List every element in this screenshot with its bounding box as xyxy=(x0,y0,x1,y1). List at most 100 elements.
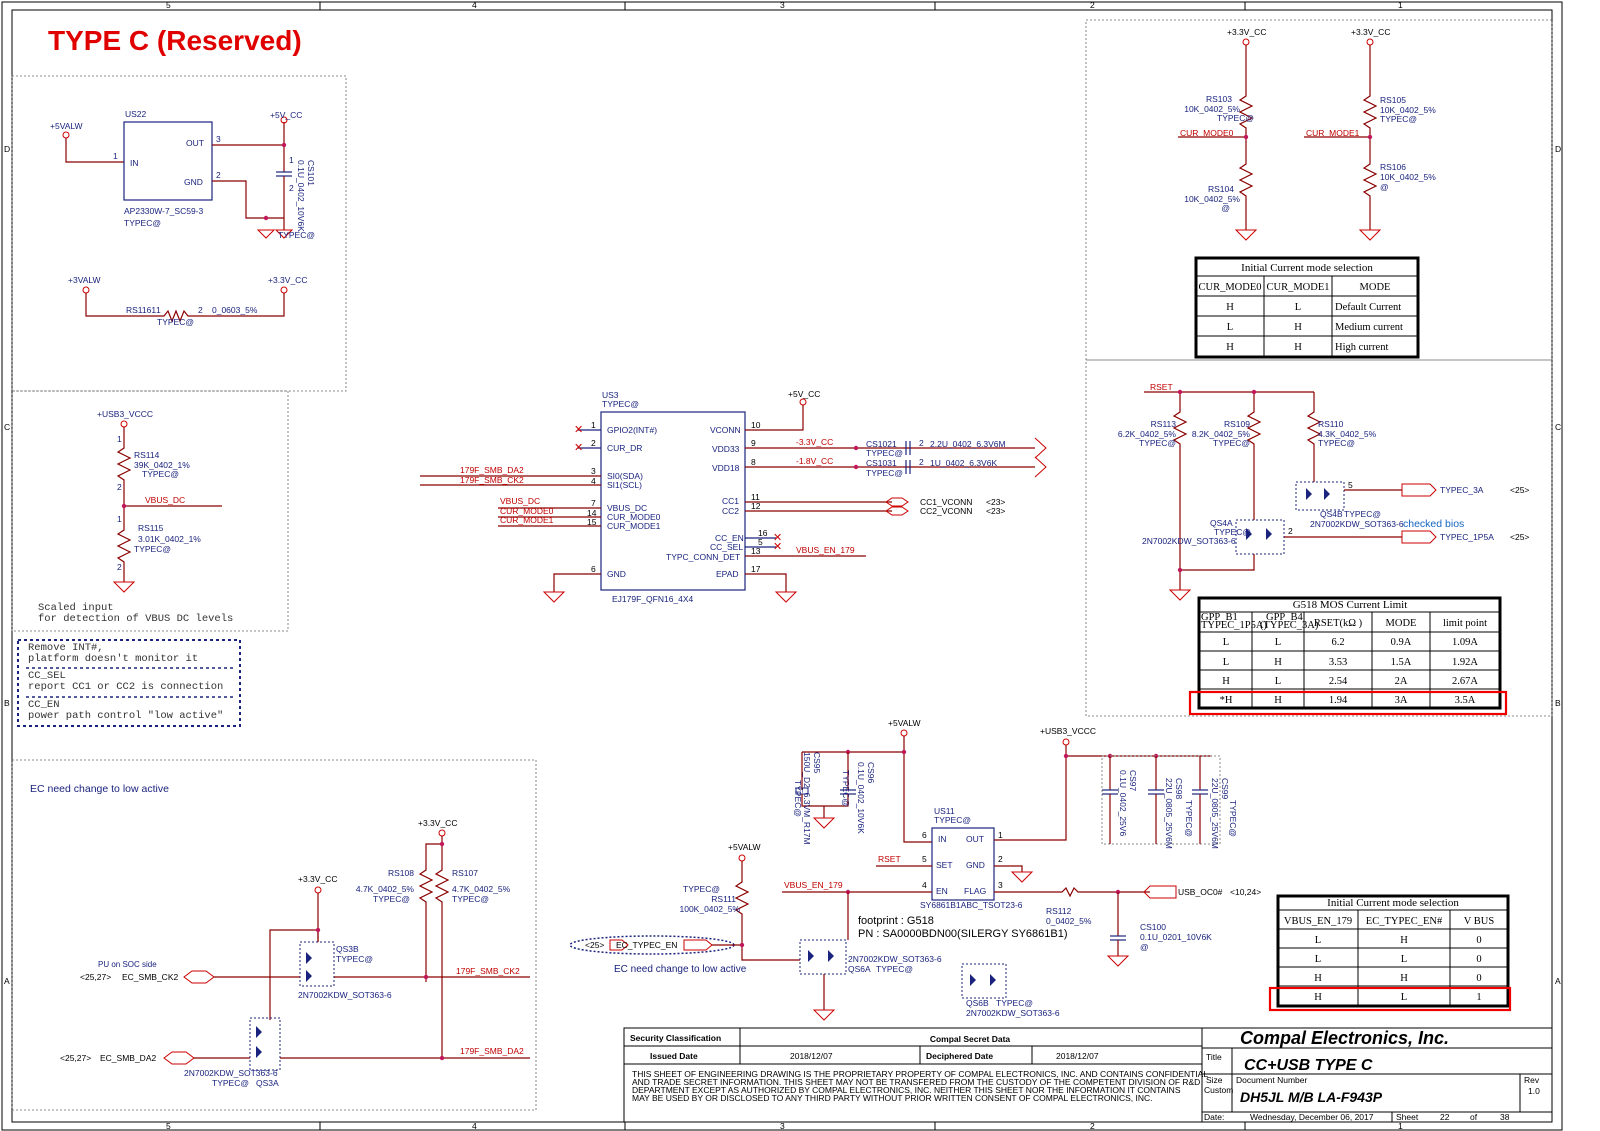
variant: TYPEC@ xyxy=(866,448,903,458)
variant: @ xyxy=(1221,203,1230,213)
sheet-ref: <25,27> xyxy=(80,972,111,982)
rev-value: 1.0 xyxy=(1528,1086,1540,1096)
table-header: limit point xyxy=(1443,618,1487,629)
notice-line: MAY BE USED BY OR DISCLOSED TO ANY THIRD… xyxy=(632,1093,1152,1103)
pin-number: 2 xyxy=(198,305,203,315)
variant: TYPEC@ xyxy=(841,770,851,807)
notes-box: Remove INT#, platform doesn't monitor it… xyxy=(17,639,241,727)
rset-selector: RSET RS113 6.2K_0402_5% TYPEC@ RS109 8.2… xyxy=(1118,382,1529,601)
col-label: 5 xyxy=(166,1121,171,1131)
us11-power-switch: +5VALW CS95 150U_D2_6.3VM_R17M TYPEC@ CS… xyxy=(782,718,1261,967)
variant: TYPEC@ xyxy=(452,894,489,904)
note: for detection of VBUS DC levels xyxy=(38,613,233,625)
note: EC need change to low active xyxy=(30,783,169,795)
pin-number: 9 xyxy=(751,438,756,448)
table-cell: H xyxy=(1294,342,1302,353)
net-label: 179F_SMB_DA2 xyxy=(460,1046,524,1056)
us22-ldo: +5VALW 1 US22 IN OUT GND AP2330W-7_SC59-… xyxy=(50,109,316,240)
us22-body xyxy=(123,121,213,201)
outer-border xyxy=(1,1,1563,1131)
ref-designator: CS98 xyxy=(1174,778,1184,800)
net-label: TYPEC_3A xyxy=(1440,485,1484,495)
sheet-ref: <23> xyxy=(986,506,1005,516)
table-header: EC_TYPEC_EN# xyxy=(1366,916,1443,927)
us3-body xyxy=(600,411,746,591)
pin-number: 2 xyxy=(289,183,294,193)
value: 10K_0402_5% xyxy=(1184,104,1240,114)
net-label: 179F_SMB_CK2 xyxy=(456,966,520,976)
note-line: CC_SEL xyxy=(28,670,66,682)
value: 3.01K_0402_1% xyxy=(138,534,201,544)
cap-value: 0.1U_0201_10V6K xyxy=(1140,932,1212,942)
g518-current-limit-table: G518 MOS Current Limit GPP_B1 TYPEC_1P5A… xyxy=(1188,596,1508,716)
cap-value: 150U_D2_6.3VM_R17M xyxy=(802,752,812,845)
value: 4.7K_0402_5% xyxy=(452,884,511,894)
ref-designator: RS115 xyxy=(138,523,164,533)
table-header: CUR_MODE1 xyxy=(1266,282,1329,293)
table-cell: 1.5A xyxy=(1391,657,1412,668)
pin-number: 2 xyxy=(998,854,1003,864)
table-cell: H xyxy=(1226,342,1234,353)
note-line: CC_EN xyxy=(28,699,60,711)
pin-name: CC_EN xyxy=(715,533,744,543)
table-cell: L xyxy=(1401,954,1407,965)
value: 0_0402_5% xyxy=(1046,916,1092,926)
table-cell: L xyxy=(1315,935,1321,946)
table-cell: 3A xyxy=(1395,695,1408,706)
variant: TYPEC@ xyxy=(124,218,161,228)
pin-number: 8 xyxy=(751,457,756,467)
pin-number: 1 xyxy=(156,305,161,315)
ref-designator: RS114 xyxy=(134,450,160,460)
svg-text:✕: ✕ xyxy=(574,442,583,454)
net-label: CUR_MODE0 xyxy=(1180,128,1234,138)
table-header: RSET(kΩ ) xyxy=(1314,618,1363,629)
pin-number: 3 xyxy=(591,466,596,476)
col-label: 5 xyxy=(166,0,171,10)
pin-name: GND xyxy=(184,177,203,187)
ref-designator: RS110 xyxy=(1318,419,1344,429)
table-cell: 0.9A xyxy=(1391,637,1412,648)
security-value: Compal Secret Data xyxy=(930,1034,1011,1044)
ref-designator: CS99 xyxy=(1220,778,1230,800)
net-label: +3VALW xyxy=(68,275,101,285)
variant: TYPEC@ xyxy=(1344,509,1381,519)
col-label: 3 xyxy=(780,1121,785,1131)
net-port xyxy=(82,286,90,294)
table-cell: H xyxy=(1274,657,1282,668)
net-label: -1.8V_CC xyxy=(796,456,833,466)
table-cell: H xyxy=(1314,973,1322,984)
table-cell: H xyxy=(1314,992,1322,1003)
ref-designator: QS6B xyxy=(966,998,989,1008)
sheet-ref: <25> xyxy=(1510,532,1529,542)
cap-value: 0.1U_0402_25V6 xyxy=(1118,770,1128,836)
net-label: CUR_MODE0 xyxy=(500,506,554,516)
net-label: +3.3V_CC xyxy=(298,874,337,884)
variant: TYPEC@ xyxy=(1380,114,1417,124)
table-cell: 1.94 xyxy=(1329,695,1348,706)
table-cell: H xyxy=(1400,973,1408,984)
ref-designator: CS95 xyxy=(812,752,822,774)
rev-label: Rev xyxy=(1524,1075,1540,1085)
net-label: TYPEC_1P5A xyxy=(1440,532,1494,542)
part-number: 2N7002KDW_SOT363-6 xyxy=(298,990,392,1000)
ref-designator: QS3A xyxy=(256,1078,279,1088)
pin-number: 2 xyxy=(919,438,924,448)
pin-number: 15 xyxy=(587,517,597,527)
pin-number: 5 xyxy=(758,537,763,547)
pin-name: SI0(SDA) xyxy=(607,471,643,481)
pin-number: 1 xyxy=(113,151,118,161)
net-label: +5VALW xyxy=(50,121,83,131)
table-cell: H xyxy=(1294,322,1302,333)
net-label: VBUS_DC xyxy=(145,495,185,505)
part-number: 2N7002KDW_SOT363-6 xyxy=(848,954,942,964)
value: 0_0603_5% xyxy=(212,305,258,315)
of-value: 38 xyxy=(1500,1112,1510,1122)
pin-number: 2 xyxy=(216,170,221,180)
variant: TYPEC@ xyxy=(602,399,639,409)
size-value: Custom xyxy=(1204,1085,1233,1095)
sheet-value: 22 xyxy=(1440,1112,1450,1122)
sheet-ref: <23> xyxy=(986,497,1005,507)
variant: TYPEC@ xyxy=(1217,113,1254,123)
table-header: VBUS_EN_179 xyxy=(1284,916,1352,927)
